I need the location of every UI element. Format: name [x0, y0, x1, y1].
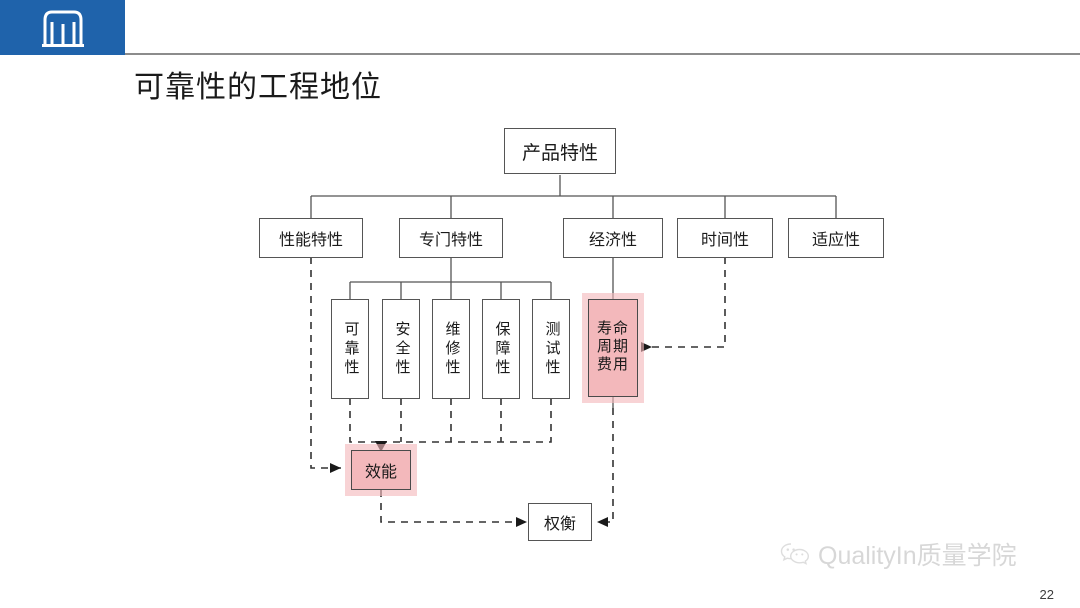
node-label: 保障性 [493, 320, 510, 378]
node-economy[interactable]: 经济性 [563, 218, 663, 258]
watermark: QualityIn质量学院 [780, 536, 1017, 572]
node-label: 效能 [364, 464, 397, 481]
node-label: 可靠性 [342, 320, 359, 378]
node-label: 适应性 [811, 232, 860, 249]
node-tradeoff[interactable]: 权衡 [528, 503, 592, 541]
watermark-text: QualityIn质量学院 [818, 542, 1017, 570]
gate-building-logo-icon [41, 10, 84, 47]
node-reliability[interactable]: 可靠性 [331, 299, 369, 399]
node-effectiveness[interactable]: 效能 [351, 450, 411, 490]
node-label: 性能特性 [278, 232, 343, 249]
node-label: 时间性 [700, 232, 749, 249]
wechat-icon [780, 543, 810, 565]
node-product-characteristics[interactable]: 产品特性 [504, 128, 616, 174]
node-label: 经济性 [588, 232, 637, 249]
node-testability[interactable]: 测试性 [532, 299, 570, 399]
node-label: 权衡 [543, 516, 576, 533]
node-adaptability[interactable]: 适应性 [788, 218, 884, 258]
node-life-cycle-cost[interactable]: 寿命周期费用 [588, 299, 638, 397]
node-label: 寿命周期费用 [596, 321, 629, 373]
node-maintainability[interactable]: 维修性 [432, 299, 470, 399]
header-divider [125, 53, 1080, 55]
node-safety[interactable]: 安全性 [382, 299, 420, 399]
node-label: 产品特性 [521, 142, 598, 164]
node-supportability[interactable]: 保障性 [482, 299, 520, 399]
node-performance-characteristics[interactable]: 性能特性 [259, 218, 363, 258]
page-title: 可靠性的工程地位 [134, 71, 382, 104]
brand-logo-block [0, 0, 125, 55]
node-label: 测试性 [543, 320, 560, 378]
arrowheads [330, 342, 652, 527]
node-timeliness[interactable]: 时间性 [677, 218, 773, 258]
node-special-characteristics[interactable]: 专门特性 [399, 218, 503, 258]
node-label: 专门特性 [418, 232, 483, 249]
node-label: 维修性 [443, 320, 460, 378]
node-label: 安全性 [393, 320, 410, 378]
page-number: 22 [1039, 587, 1054, 602]
